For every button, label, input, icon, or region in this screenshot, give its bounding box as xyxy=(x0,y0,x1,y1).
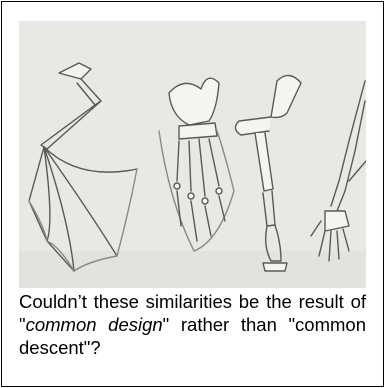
caption-emphasis: common design xyxy=(26,314,163,335)
homologous-limbs-illustration xyxy=(19,21,366,288)
figure-caption: Couldn’t these similarities be the resul… xyxy=(19,290,366,359)
